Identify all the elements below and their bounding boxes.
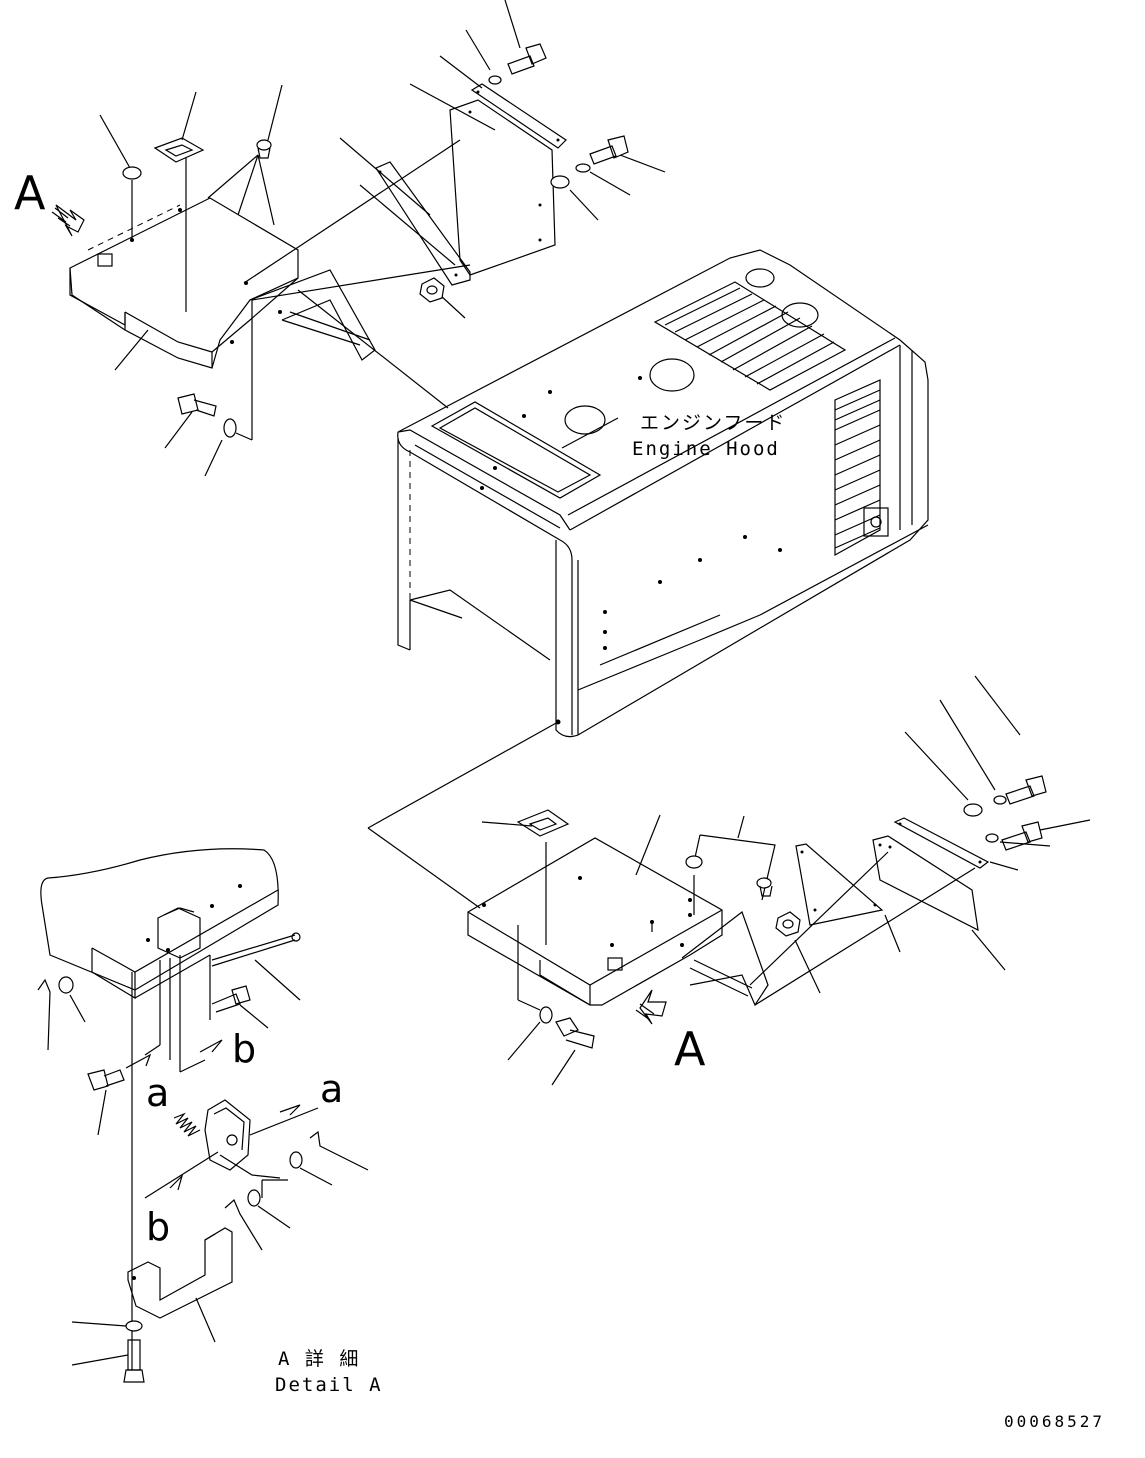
view-marker-top: A xyxy=(14,166,46,220)
top-left-leaders xyxy=(99,84,471,477)
view-marker-bottom: A xyxy=(674,1022,706,1076)
detail-a-label-en: Detail A xyxy=(275,1374,383,1396)
detail-letter-b-bottom: b xyxy=(146,1205,171,1249)
detail-letter-a-right: a xyxy=(320,1067,344,1111)
detail-letter-a-left: a xyxy=(146,1071,170,1115)
engine-hood xyxy=(397,249,929,738)
top-left-cover xyxy=(69,197,376,369)
side-grille-slats xyxy=(834,389,881,549)
view-direction-arrow xyxy=(51,204,85,237)
top-plate-assembly xyxy=(339,0,666,319)
engine-hood-label-jp: エンジンフード xyxy=(640,412,787,434)
assembly-connection-lines xyxy=(297,289,559,909)
top-left-small-parts xyxy=(122,137,272,438)
bottom-right-cover xyxy=(467,675,1091,1086)
detail-a-drawing xyxy=(37,848,369,1383)
drawing-number: 00068527 xyxy=(1004,1412,1106,1431)
detail-letter-b-top: b xyxy=(232,1027,257,1071)
engine-hood-label-en: Engine Hood xyxy=(632,438,780,460)
detail-a-label-jp: A 詳 細 xyxy=(278,1348,361,1370)
top-grille-slats xyxy=(664,287,835,385)
